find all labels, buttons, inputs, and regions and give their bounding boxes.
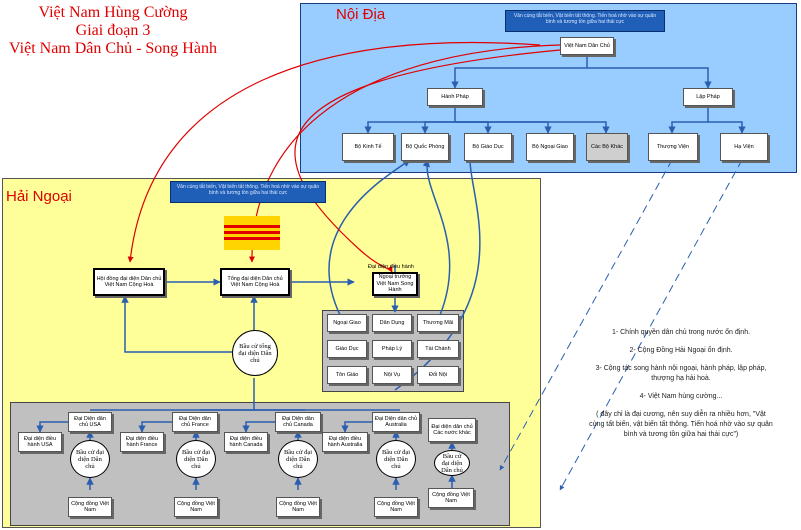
flag-icon bbox=[224, 216, 280, 250]
exec-canada: Đại diện điều hành Canada bbox=[224, 432, 268, 452]
overseas-label: Hải Ngoại bbox=[6, 188, 72, 205]
liaison-label: Đại diện điều hành bbox=[368, 264, 414, 270]
note-5: ( đây chỉ là đại cương, nên suy diễn ra … bbox=[589, 411, 773, 438]
notes: 1- Chính quyền dân chủ trong nước ổn địn… bbox=[588, 328, 774, 448]
election-canada: Bầu cử đại diện Dân chủ bbox=[278, 440, 318, 478]
community-usa: Cộng đồng Việt Nam bbox=[68, 497, 112, 517]
ministry-defense: Bộ Quốc Phòng bbox=[401, 133, 449, 161]
domestic-banner: Văn cùng tắt biến, Vật biến tất thông. T… bbox=[505, 10, 665, 32]
rep-australia: Đại Diện dân chủ Australia bbox=[372, 412, 420, 432]
ministry-other: Các Bộ Khác bbox=[586, 133, 628, 161]
dept-foreign: Ngoại Giao bbox=[327, 314, 367, 332]
rep-canada: Đại Diện dân chủ Canada bbox=[275, 412, 321, 432]
note-2: 2- Cộng Đồng Hải Ngoại ổn định. bbox=[629, 347, 733, 354]
liaison-box: Ngoại trưởng Việt Nam Song Hành bbox=[372, 272, 418, 296]
vietnam-democracy-box: Việt Nam Dân Chủ bbox=[560, 37, 614, 55]
dept-education: Giáo Dục bbox=[327, 340, 367, 358]
domestic-label: Nội Địa bbox=[336, 6, 386, 23]
executive-box: Hành Pháp bbox=[427, 88, 483, 106]
title-line-2: Giai đoạn 3 bbox=[75, 22, 151, 39]
election-france: Bầu cử đại diện Dân chủ bbox=[176, 440, 216, 478]
ministry-education: Bộ Giáo Dục bbox=[464, 133, 512, 161]
ministry-foreign: Bộ Ngoại Giao bbox=[526, 133, 574, 161]
council-box: Hội đồng đại diện Dân chủ Việt Nam Cộng … bbox=[93, 268, 165, 296]
community-australia: Cộng đồng Việt Nam bbox=[374, 497, 418, 517]
exec-australia: Đại diện điều hành Australia bbox=[322, 432, 368, 452]
house-box: Hạ Viện bbox=[720, 133, 768, 161]
general-election-circle: Bầu cử tổng đại diện Dân chủ bbox=[232, 330, 278, 376]
election-other: Bầu cử đại diện Dân chủ bbox=[434, 450, 470, 476]
rep-other-countries: Đại diện dân chủ Các nước khác bbox=[428, 418, 476, 442]
ministry-economy: Bộ Kinh Tế bbox=[342, 133, 394, 161]
community-france: Cộng đồng Việt Nam bbox=[174, 497, 218, 517]
dept-religion: Tôn Giáo bbox=[327, 366, 367, 384]
title-line-1: Việt Nam Hùng Cường bbox=[38, 4, 188, 21]
overseas-banner: Văn cùng tắt biến, Vật biến tất thông. T… bbox=[170, 181, 326, 203]
dept-civil: Dân Dụng bbox=[372, 314, 412, 332]
dept-internal-affairs: Đối Nội bbox=[417, 366, 459, 384]
dept-finance: Tài Chánh bbox=[417, 340, 459, 358]
community-other: Cộng đồng Việt Nam bbox=[428, 488, 474, 508]
election-usa: Bầu cử đại diện Dân chủ bbox=[70, 440, 110, 478]
election-australia: Bầu cử đại diện Dân chủ bbox=[376, 440, 416, 478]
dept-interior: Nội Vụ bbox=[372, 366, 412, 384]
senate-box: Thượng Viện bbox=[648, 133, 698, 161]
note-4: 4- Việt Nam hùng cường... bbox=[639, 393, 723, 400]
title-line-3: Việt Nam Dân Chủ - Song Hành bbox=[9, 40, 217, 57]
exec-usa: Đại diện điều hành USA bbox=[18, 432, 62, 452]
note-3: 3- Cộng tác song hành nội ngoại, hành ph… bbox=[595, 365, 767, 382]
exec-france: Đại diện điều hành France bbox=[120, 432, 164, 452]
rep-france: Đại Diện dân chủ France bbox=[172, 412, 218, 432]
dept-commerce: Thương Mãi bbox=[417, 314, 459, 332]
legislative-box: Lập Pháp bbox=[683, 88, 733, 106]
note-1: 1- Chính quyền dân chủ trong nước ổn địn… bbox=[611, 329, 751, 336]
community-canada: Cộng đồng Việt Nam bbox=[276, 497, 320, 517]
dept-legal: Pháp Lý bbox=[372, 340, 412, 358]
general-rep-box: Tổng đại diện Dân chủ Việt Nam Cộng Hoà bbox=[220, 268, 290, 296]
rep-usa: Đại Diện dân chủ USA bbox=[68, 412, 112, 432]
